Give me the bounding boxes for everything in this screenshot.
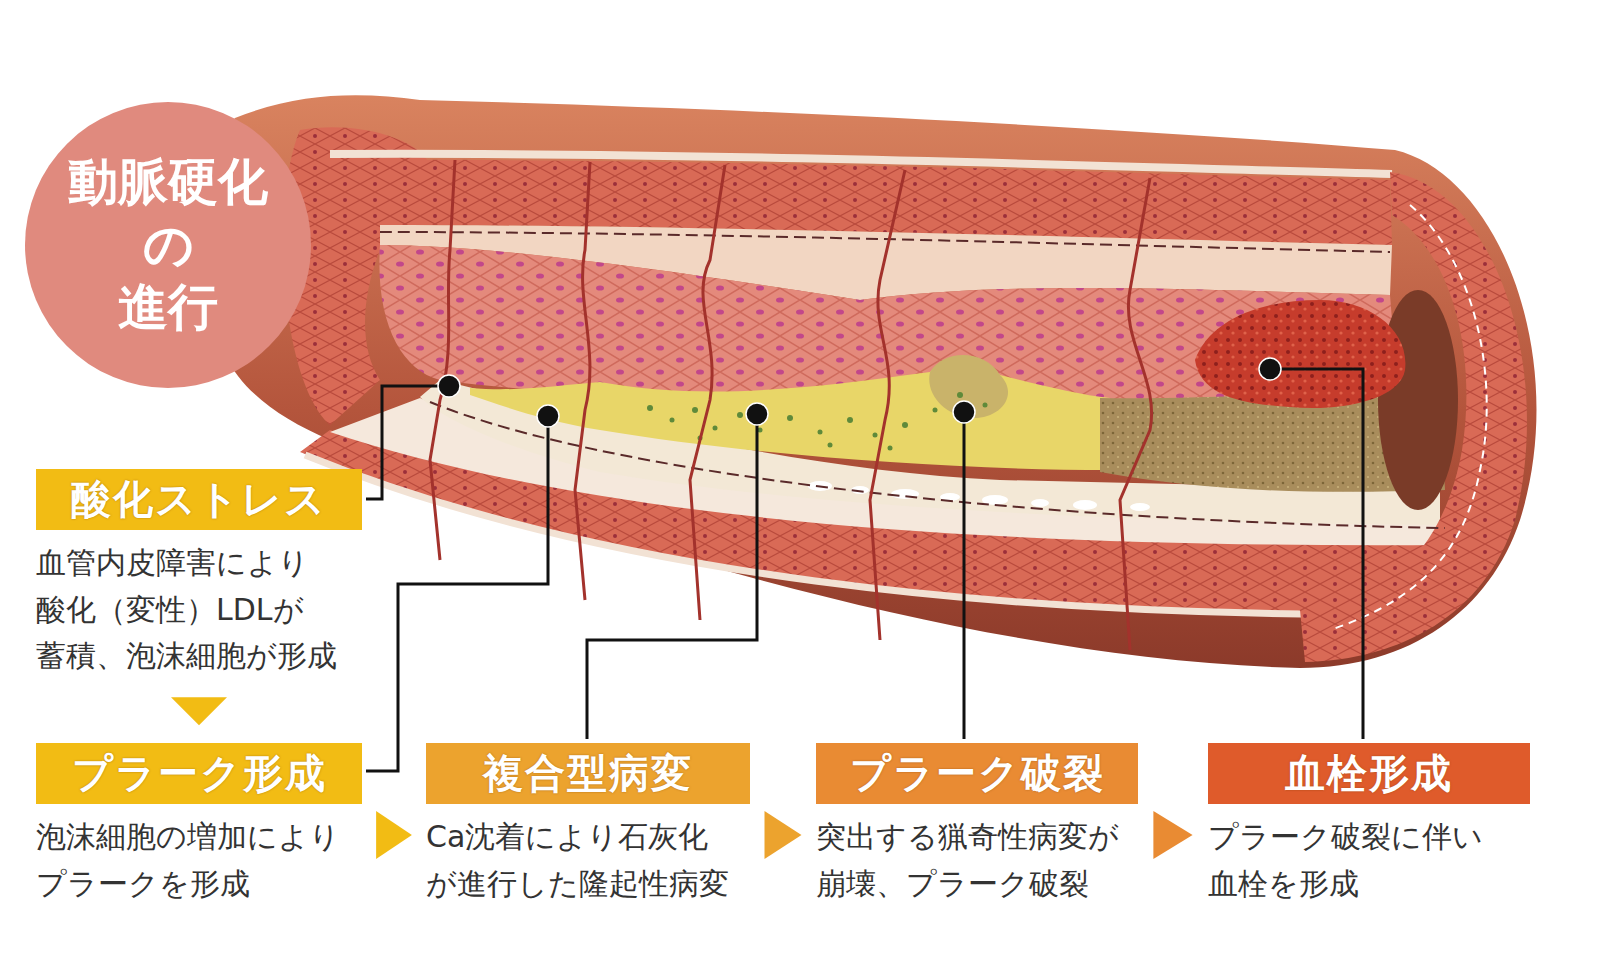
flow-arrow <box>1153 811 1192 859</box>
stage-heading: 酸化ストレス <box>36 469 362 530</box>
stage-description: 泡沫細胞の増加により プラークを形成 <box>36 814 362 907</box>
calcium-deposits <box>808 481 1150 511</box>
stage-description: 血管内皮障害により 酸化（変性）LDLが 蓄積、泡沫細胞が形成 <box>36 540 362 680</box>
artery-outer <box>208 95 1537 668</box>
stage-heading: プラーク形成 <box>36 743 362 804</box>
segment-lines <box>430 160 1152 650</box>
stage-heading: 複合型病変 <box>426 743 750 804</box>
yellow-plaque <box>470 358 1110 470</box>
thrombus <box>1195 300 1405 408</box>
flow-arrow <box>376 811 412 859</box>
stage-box: 酸化ストレス血管内皮障害により 酸化（変性）LDLが 蓄積、泡沫細胞が形成 <box>36 469 362 680</box>
leader-dots <box>438 358 1281 427</box>
stage-box: プラーク破裂突出する猟奇性病変が 崩壊、プラーク破裂 <box>816 743 1138 907</box>
stage-heading: プラーク破裂 <box>816 743 1138 804</box>
stage-box: 複合型病変 Ca沈着により石灰化 が進行した隆起性病変 <box>426 743 750 907</box>
right-end-face <box>1300 172 1527 662</box>
leader-lines <box>366 369 1363 771</box>
lumen-opening <box>1378 290 1458 510</box>
elastic-lamina <box>380 232 1390 252</box>
stage-box: プラーク形成泡沫細胞の増加により プラークを形成 <box>36 743 362 907</box>
stage-description: 突出する猟奇性病変が 崩壊、プラーク破裂 <box>816 814 1138 907</box>
title-circle: 動脈硬化 の 進行 <box>25 102 311 388</box>
stage-box: 血栓形成プラーク破裂に伴い 血栓を形成 <box>1208 743 1530 907</box>
stage-description: プラーク破裂に伴い 血栓を形成 <box>1208 814 1530 907</box>
flow-arrow <box>765 811 802 859</box>
flow-arrow <box>171 697 227 725</box>
right-lamina <box>1330 205 1487 630</box>
title-text: 動脈硬化 の 進行 <box>61 151 276 339</box>
stage-heading: 血栓形成 <box>1208 743 1530 804</box>
stage-description: Ca沈着により石灰化 が進行した隆起性病変 <box>426 814 750 907</box>
